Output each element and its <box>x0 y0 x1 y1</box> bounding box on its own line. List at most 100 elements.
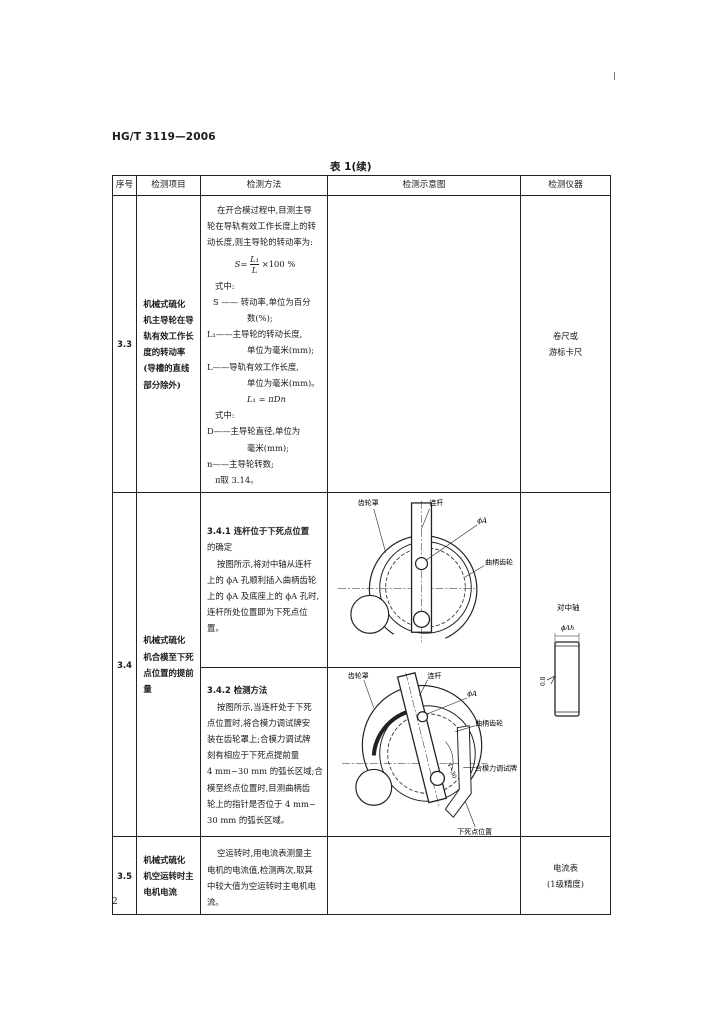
item-line: 机械式硫化 <box>143 854 186 865</box>
method-line: 数(%); <box>247 313 273 324</box>
label-crank-gear: 曲柄齿轮 <box>485 558 513 567</box>
row-instrument: 电流表 (1级精度) <box>520 836 611 916</box>
header-seq: 序号 <box>112 175 137 196</box>
row-instrument: 卷尺或 游标卡尺 <box>520 194 611 494</box>
roughness-value: 0.8 <box>540 677 547 687</box>
page-number: 2 <box>112 897 118 907</box>
method-line: 在开合模过程中,目测主导 <box>217 205 312 215</box>
header-method: 检测方法 <box>200 175 328 196</box>
row-diagram-empty <box>327 194 521 494</box>
method-line: L——导轨有效工作长度, <box>207 361 299 372</box>
method-line: 轮在导轨有效工作长度上的转 <box>207 221 316 232</box>
method-line: 单位为毫米(mm); <box>247 345 315 356</box>
item-line: (导槽的直线 <box>143 363 190 374</box>
method-line: 上的 ϕA 及底座上的 ϕA 孔时, <box>207 591 320 602</box>
row-instrument: 对中轴 ϕAh 0.8 <box>520 492 611 838</box>
label-calibration-plate: 合模力调试牌 <box>475 764 517 773</box>
method-line: 连杆所处位置即为下死点位 <box>207 607 308 618</box>
instrument-line: 卷尺或 <box>552 330 579 341</box>
item-line: 机空运转时主 <box>143 870 194 881</box>
diagram-advance-check: 4~30 齿轮罩 连杆 ϕA 曲柄齿轮 合模力调试牌 下死点位置 <box>327 667 521 838</box>
method-line: 置。 <box>207 623 224 634</box>
instrument-line: 游标卡尺 <box>548 347 583 358</box>
label-phi-a: ϕA <box>477 517 487 525</box>
instrument-name: 对中轴 <box>557 602 580 612</box>
row-seq: 3.3 <box>112 194 137 494</box>
method-line: 刻有相应于下死点提前量 <box>207 750 300 761</box>
row-method: 空运转时,用电流表测量主 电机的电流值,检测两次,取其 中较大值为空运转时主电机… <box>200 836 328 916</box>
method-line: 中较大值为空运转时主电机电 <box>207 880 316 891</box>
instrument-line: 电流表 <box>552 862 579 873</box>
method-line: S —— 转动率,单位为百分 <box>213 296 311 307</box>
formula-numerator: L₁ <box>250 253 260 265</box>
row-item: 机械式硫化 机主导轮在导 轨有效工作长 度的转动率 (导槽的直线 部分除外) <box>136 194 201 494</box>
table-header-row: 序号 检测项目 检测方法 检测示意图 检测仪器 <box>112 175 611 196</box>
table-row: 3.3 机械式硫化 机主导轮在导 轨有效工作长 度的转动率 (导槽的直线 部分除… <box>112 194 611 494</box>
method-line: 按图所示,当连杆处于下死 <box>217 701 312 712</box>
method-line: 电机的电流值,检测两次,取其 <box>207 864 313 875</box>
formula-denominator: L <box>251 264 258 275</box>
instrument-line: (1级精度) <box>547 878 584 889</box>
formula-lhs: S= <box>234 258 248 269</box>
method-line: 30 mm 的弧长区域。 <box>207 814 290 825</box>
row-seq: 3.4 <box>112 492 137 838</box>
label-crank-gear: 曲柄齿轮 <box>475 719 503 728</box>
formula-rhs: ×100 % <box>261 258 296 269</box>
method-line: 毫米(mm); <box>247 442 289 453</box>
method-line: 轮上的指针是否位于 4 mm~ <box>207 798 316 809</box>
label-gear-cover: 齿轮罩 <box>358 498 379 507</box>
label-phi-a: ϕA <box>467 690 477 698</box>
label-bdc: 下死点位置 <box>457 827 492 836</box>
method-line: π取 3.14。 <box>215 475 259 486</box>
method-line: 动长度,则主导轮的转动率为: <box>207 237 313 248</box>
inspection-table: 序号 检测项目 检测方法 检测示意图 检测仪器 3.3 机械式硫化 机主导轮在导… <box>112 175 611 916</box>
method-line: 4 mm~30 mm 的弧长区域;合 <box>207 766 323 777</box>
centering-shaft-figure: 对中轴 ϕAh 0.8 <box>540 602 580 717</box>
item-line: 机械式硫化 <box>143 298 186 309</box>
row-seq: 3.5 <box>112 836 137 916</box>
label-link: 连杆 <box>427 671 441 680</box>
subclause-title: 3.4.1 连杆位于下死点位置 <box>207 526 310 537</box>
method-line: 式中: <box>215 410 235 421</box>
method-line: 空运转时,用电流表测量主 <box>217 848 312 859</box>
advance-figure: 4~30 齿轮罩 连杆 ϕA 曲柄齿轮 合模力调试牌 下死点位置 <box>341 671 517 836</box>
method-line: D——主导轮直径,单位为 <box>207 426 301 437</box>
header-diagram: 检测示意图 <box>327 175 521 196</box>
label-link: 连杆 <box>429 498 443 507</box>
row-method: 在开合模过程中,目测主导 轮在导轨有效工作长度上的转 动长度,则主导轮的转动率为… <box>200 194 328 494</box>
method-line: 模至终点位置时,目测曲柄齿 <box>207 782 311 793</box>
standard-number: HG/T 3119—2006 <box>112 131 216 143</box>
bdc-figure: 齿轮罩 连杆 ϕA 曲柄齿轮 <box>337 498 513 643</box>
method-line: 流。 <box>207 897 224 908</box>
method-line: 装在齿轮罩上;合模力调试牌 <box>207 733 311 744</box>
label-gear-cover: 齿轮罩 <box>348 671 369 680</box>
table-row: 3.4 机械式硫化 机合模至下死 点位置的提前 量 3.4.1 连杆位于下死点位… <box>112 492 611 838</box>
turn-length-formula: L₁ = πDn <box>247 394 286 405</box>
subclause-title: 3.4.2 检测方法 <box>207 685 268 696</box>
header-instrument: 检测仪器 <box>520 175 611 196</box>
header-item: 检测项目 <box>136 175 201 196</box>
method-line: 上的 ϕA 孔顺利插入曲柄齿轮 <box>207 574 317 585</box>
method-line: L₁——主导轮的转动长度, <box>207 329 303 340</box>
method-3-4-2: 3.4.2 检测方法 按图所示,当连杆处于下死 点位置时,将合模力调试牌安 装在… <box>200 667 328 838</box>
item-line: 机合模至下死 <box>143 651 194 662</box>
item-line: 电机电流 <box>143 886 177 897</box>
diagram-bdc-position: 齿轮罩 连杆 ϕA 曲柄齿轮 <box>327 492 521 669</box>
table-row: 3.4.2 检测方法 按图所示,当连杆处于下死 点位置时,将合模力调试牌安 装在… <box>113 667 611 838</box>
item-line: 点位置的提前 <box>143 667 194 678</box>
label-arc: 4~30 <box>445 762 457 780</box>
item-line: 轨有效工作长 <box>143 330 194 341</box>
item-line: 量 <box>143 684 152 695</box>
row-diagram-empty <box>327 836 521 916</box>
table-caption: 表 1(续) <box>330 161 372 173</box>
item-line: 机械式硫化 <box>143 635 186 646</box>
method-line: 点位置时,将合模力调试牌安 <box>207 717 311 728</box>
method-line: 式中: <box>215 280 235 291</box>
item-line: 度的转动率 <box>143 347 186 358</box>
method-line: 按图所示,将对中轴从连杆 <box>217 558 312 569</box>
item-line: 机主导轮在导 <box>143 314 194 325</box>
method-line: 单位为毫米(mm)。 <box>247 377 320 388</box>
row-item: 机械式硫化 机空运转时主 电机电流 <box>136 836 201 916</box>
